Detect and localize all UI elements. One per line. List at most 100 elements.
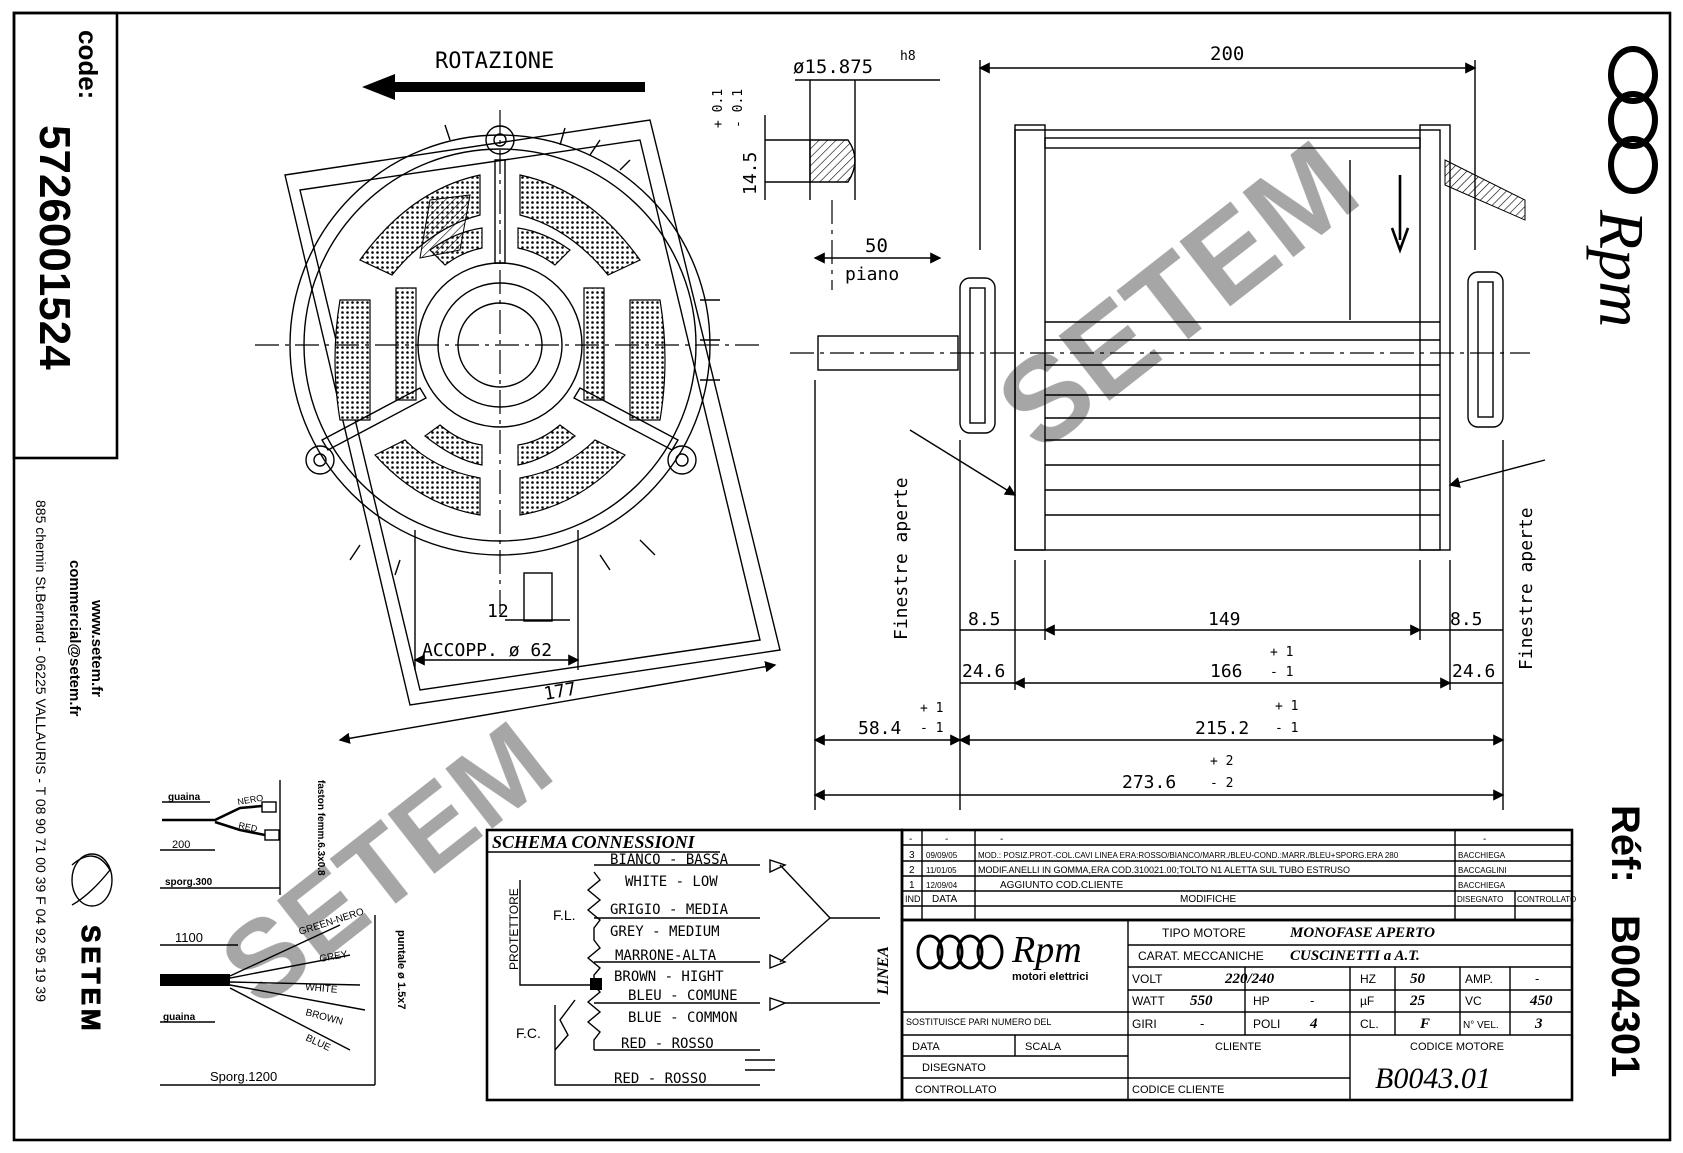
rev-header-ind: IND [905,894,921,904]
rev-row2-data: 11/01/05 [926,866,957,875]
front-view: ROTAZIONE [255,49,781,744]
rev-header-controllato: CONTROLLATO [1517,895,1576,904]
ref-label: Réf: [1603,805,1647,883]
rev-row1-by: BACCHIEGA [1458,851,1506,860]
dim-58-4-tol-plus: + 1 [920,701,943,716]
guaina-top: guaina [168,792,201,803]
piano-label: piano [845,264,899,285]
disegnato-label: DISEGNATO [922,1062,986,1074]
data-label: DATA [912,1041,940,1053]
hz-label: HZ [1360,972,1376,986]
wire-bianco-bassa: BIANCO - BASSA [610,852,729,868]
wire-marrone-alta: MARRONE-ALTA [615,948,717,964]
scala-label: SCALA [1025,1041,1062,1053]
controllato-label: CONTROLLATO [915,1084,997,1096]
side-view: ø15.875 h8 14.5 + 0.1 - 0.1 200 50 piano [711,43,1546,810]
rev-row3-data: 12/09/04 [926,881,958,890]
hp-value: - [1310,993,1314,1008]
rev-header-data: DATA [932,894,958,905]
watermark-right: SETEM [974,115,1382,475]
dim-8-5-left: 8.5 [968,609,1001,630]
rev-row0-ind: - [909,834,912,845]
rev-row2-ind: 2 [909,865,915,876]
dim-58-4-tol-minus: - 1 [920,721,943,736]
rpm-subtitle: motori elettrici [1012,971,1088,983]
nero-label: NERO [237,793,264,807]
dim-177: 177 [542,679,578,705]
linea-label: LINEA [875,946,892,996]
rev-row0-data: - [945,834,948,845]
housing-outline [284,119,781,706]
website: www.setem.fr [88,599,105,697]
wire-brown: BROWN [304,1007,344,1028]
rev-row3-ind: 1 [909,880,915,891]
finestre-right: Finestre aperte [1516,507,1537,670]
ref-value: B004301 [1603,915,1647,1077]
volt-value: 220/240 [1224,971,1275,987]
dim-200: 200 [1210,43,1244,65]
dim-8-5-right: 8.5 [1450,609,1483,630]
schema-title: SCHEMA CONNESSIONI [492,832,696,852]
sporg-1200: Sporg.1200 [210,1069,277,1084]
uf-value: 25 [1409,993,1426,1009]
revision-table: - - - - 3 09/09/05 MOD.: POSIZ.PROT.-COL… [900,828,1576,922]
rev-header-disegnato: DISEGNATO [1457,895,1503,904]
dim-215-2-tol-minus: - 1 [1275,721,1298,736]
rev-row3-mod: AGGIUNTO COD.CLIENTE [1000,880,1123,891]
rev-row2-by: BACCAGLINI [1458,866,1506,875]
rpm-wordmark-vertical: Rpm [1586,209,1657,327]
rev-row0-by: - [1483,834,1486,845]
watt-value: 550 [1190,993,1213,1009]
reference-box: Réf: B004301 [1603,805,1647,1077]
wire-white-low: WHITE - LOW [625,874,718,890]
volt-label: VOLT [1132,972,1163,986]
dim-12: 12 [487,601,509,622]
dim-273-6-tol-minus: - 2 [1210,776,1233,791]
dim-58-4: 58.4 [858,718,901,739]
title-block: Rpm motori elettrici TIPO MOTORE MONOFAS… [900,918,1574,1102]
dim-166-tol-minus: - 1 [1270,665,1293,680]
body-fins [1045,321,1440,516]
hp-label: HP [1253,994,1270,1008]
setem-logo: SETEM [71,853,113,1035]
uf-label: µF [1360,994,1374,1008]
contact-block: www.setem.fr commercial@setem.fr 885 che… [33,500,113,1035]
giri-label: GIRI [1132,1017,1157,1031]
rotation-label: ROTAZIONE [435,49,554,74]
amp-label: AMP. [1465,972,1493,986]
vel-label: N° VEL. [1463,1020,1499,1031]
vc-value: 450 [1529,993,1553,1009]
rotation-arrow [362,74,645,100]
poli-value: 4 [1309,1016,1318,1032]
dim-50: 50 [865,235,888,257]
codice-cliente-label: CODICE CLIENTE [1132,1084,1224,1096]
wire-bleu-comune: BLEU - COMUNE [628,988,738,1004]
tipo-motore-label: TIPO MOTORE [1162,926,1246,940]
wire-red-rosso-2: RED - ROSSO [614,1071,707,1087]
codice-motore-label: CODICE MOTORE [1410,1041,1504,1053]
rev-row1-data: 09/09/05 [926,851,958,860]
puntale-label: puntale ø 1.5x7 [395,930,407,1009]
faston-label: faston femm.6.3x0.8 [315,780,326,876]
dim-24-6-right: 24.6 [1452,661,1495,682]
dim-166: 166 [1210,661,1243,682]
red-label: RED [238,820,259,834]
tol-minus-01: - 0.1 [731,89,746,128]
tipo-motore-value: MONOFASE APERTO [1289,925,1435,941]
fc-label: F.C. [516,1025,541,1041]
wire-grey: GREY [319,949,349,965]
rpm-logo-vertical: Rpm [1586,46,1658,327]
cliente-label: CLIENTE [1215,1041,1261,1053]
wire-blue-common: BLUE - COMMON [628,1010,738,1026]
carat-value: CUSCINETTI a A.T. [1290,948,1420,964]
rev-header-mod: MODIFICHE [1180,894,1236,905]
sostituisce-label: SOSTITUISCE PARI NUMERO DEL [906,1017,1051,1027]
codice-motore-value: B0043.01 [1375,1062,1491,1095]
watt-label: WATT [1132,994,1165,1008]
code-label: code: [73,30,103,99]
email: commercial@setem.fr [66,560,83,717]
schema-connessioni: SCHEMA CONNESSIONI PROTETTORE F.L. F.C. … [485,828,904,1102]
rev-row2-mod: MODIF.ANELLI IN GOMMA,ERA COD.310021.00;… [978,865,1350,875]
poli-label: POLI [1253,1017,1280,1031]
